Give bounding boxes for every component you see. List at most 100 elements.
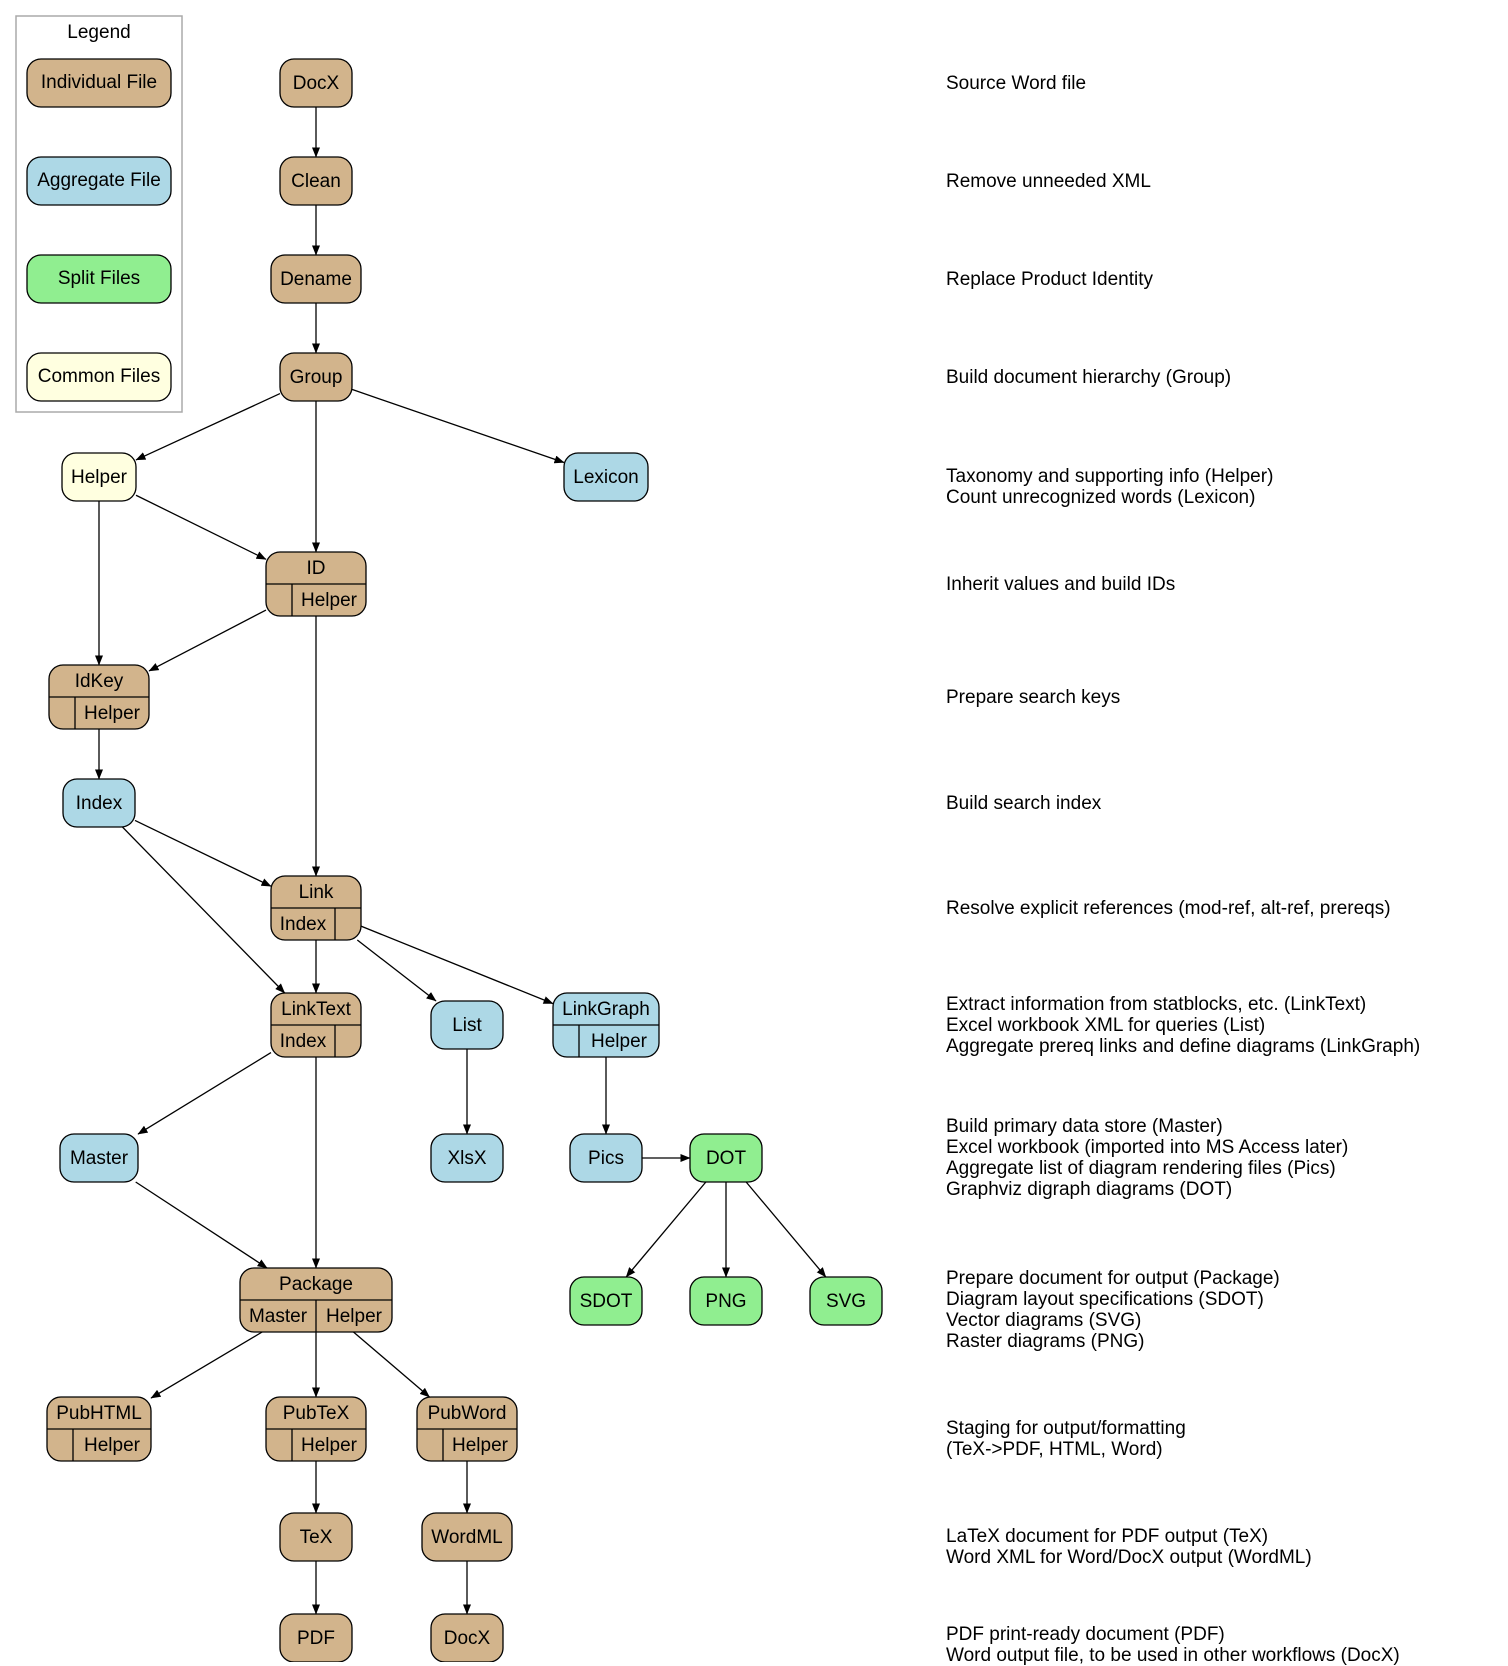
node-id: ID Helper [265,551,367,617]
node-label: ID [307,558,326,579]
annotation-line: Graphviz digraph diagrams (DOT) [946,1179,1233,1200]
annotation-block: PDF print-ready document (PDF)Word outpu… [946,1624,1400,1666]
node-label: List [452,1015,482,1036]
node-pdf: PDF [279,1613,353,1662]
node-clean: Clean [279,156,353,206]
node-label: Master [70,1148,129,1169]
annotation-line: Extract information from statblocks, etc… [946,993,1367,1015]
legend-item-label: Common Files [38,366,160,387]
node-sublabel: Master [249,1306,308,1327]
edge-group-to-helper [135,392,281,461]
node-box [430,1000,504,1050]
node-label: LinkGraph [562,999,650,1020]
node-box [689,1276,763,1326]
node-box [270,254,362,304]
node-box [689,1133,763,1183]
annotation-block: Source Word file [946,73,1086,94]
edge-linktext-to-master [137,1052,272,1135]
annotation-block: Prepare document for output (Package)Dia… [946,1268,1280,1352]
node-sublabel: Helper [301,1435,358,1456]
edge-dot-to-svg [745,1181,827,1278]
node-sublabel: Index [280,1031,327,1052]
node-box [430,1613,504,1662]
annotation-line: Word XML for Word/DocX output (WordML) [946,1547,1312,1568]
edge-index-to-link [134,819,272,887]
edge-group-to-lexicon [351,388,565,464]
node-box [279,352,353,402]
node-label: Pics [588,1148,624,1169]
node-lexicon: Lexicon [563,452,649,502]
annotation-line: Aggregate prereq links and define diagra… [946,1035,1421,1057]
node-master: Master [59,1133,139,1183]
annotation-line: Build document hierarchy (Group) [946,366,1232,388]
annotation-line: Replace Product Identity [946,268,1154,290]
legend-item-common-files: Common Files [26,352,172,402]
edge-master-to-package [135,1181,268,1269]
edge-id-to-idkey [148,609,267,672]
annotation-line: Taxonomy and supporting info (Helper) [946,466,1274,487]
legend-box [15,15,183,413]
edge-index-to-linktext [121,826,286,994]
node-tex: TeX [279,1512,353,1562]
node-sublabel: Helper [326,1306,383,1327]
annotation-line: PDF print-ready document (PDF) [946,1624,1225,1645]
annotation-line: Resolve explicit references (mod-ref, al… [946,897,1391,919]
node-svg: SVG [809,1276,883,1326]
node-label: Lexicon [573,467,639,488]
annotation-line: Inherit values and build IDs [946,573,1176,595]
edge-package-to-pubword [353,1331,430,1398]
annotation-line: Excel workbook (imported into MS Access … [946,1137,1349,1158]
legend-swatch [26,156,172,206]
edge-dot-to-sdot [625,1181,707,1278]
annotation-block: Prepare search keys [946,687,1120,708]
node-pics: Pics [569,1133,643,1183]
node-label: DOT [706,1148,747,1169]
node-xlsx: XlsX [430,1133,504,1183]
node-label: PNG [705,1291,746,1312]
node-wordml: WordML [421,1512,513,1562]
annotation-line: Build search index [946,792,1102,814]
node-docx-out: DocX [430,1613,504,1662]
node-helper: Helper [61,452,137,502]
node-index: Index [62,778,136,828]
legend-item-label: Split Files [58,268,140,289]
node-label: LinkText [281,999,351,1020]
node-dot: DOT [689,1133,763,1183]
node-label: Package [279,1274,353,1295]
node-label: Group [290,367,343,388]
annotation-line: Word output file, to be used in other wo… [946,1645,1400,1666]
node-box [279,156,353,206]
legend-item-label: Individual File [41,72,157,93]
node-sublabel: Helper [452,1435,509,1456]
legend-item-aggregate-file: Aggregate File [26,156,172,206]
node-label: SDOT [580,1291,633,1312]
node-label: TeX [300,1527,333,1548]
node-box [279,1512,353,1562]
node-label: SVG [826,1291,866,1312]
annotation-line: Count unrecognized words (Lexicon) [946,487,1256,508]
legend-swatch [26,254,172,304]
annotation-block: Build primary data store (Master)Excel w… [946,1116,1348,1200]
annotation-line: Excel workbook XML for queries (List) [946,1014,1266,1036]
annotation-block: Build search index [946,793,1101,814]
node-group: Group [279,352,353,402]
node-box [430,1133,504,1183]
annotation-line: (TeX->PDF, HTML, Word) [946,1439,1163,1460]
node-docx-src: DocX [279,58,353,108]
node-label: PDF [297,1628,335,1649]
annotation-line: LaTeX document for PDF output (TeX) [946,1526,1269,1547]
node-label: PubWord [428,1403,507,1424]
annotation-line: Diagram layout specifications (SDOT) [946,1289,1264,1310]
annotation-block: Remove unneeded XML [946,171,1151,192]
node-sublabel: Helper [301,590,358,611]
annotation-line: Build primary data store (Master) [946,1116,1223,1137]
node-dename: Dename [270,254,362,304]
annotation-line: Staging for output/formatting [946,1418,1186,1439]
node-label: XlsX [447,1148,486,1169]
